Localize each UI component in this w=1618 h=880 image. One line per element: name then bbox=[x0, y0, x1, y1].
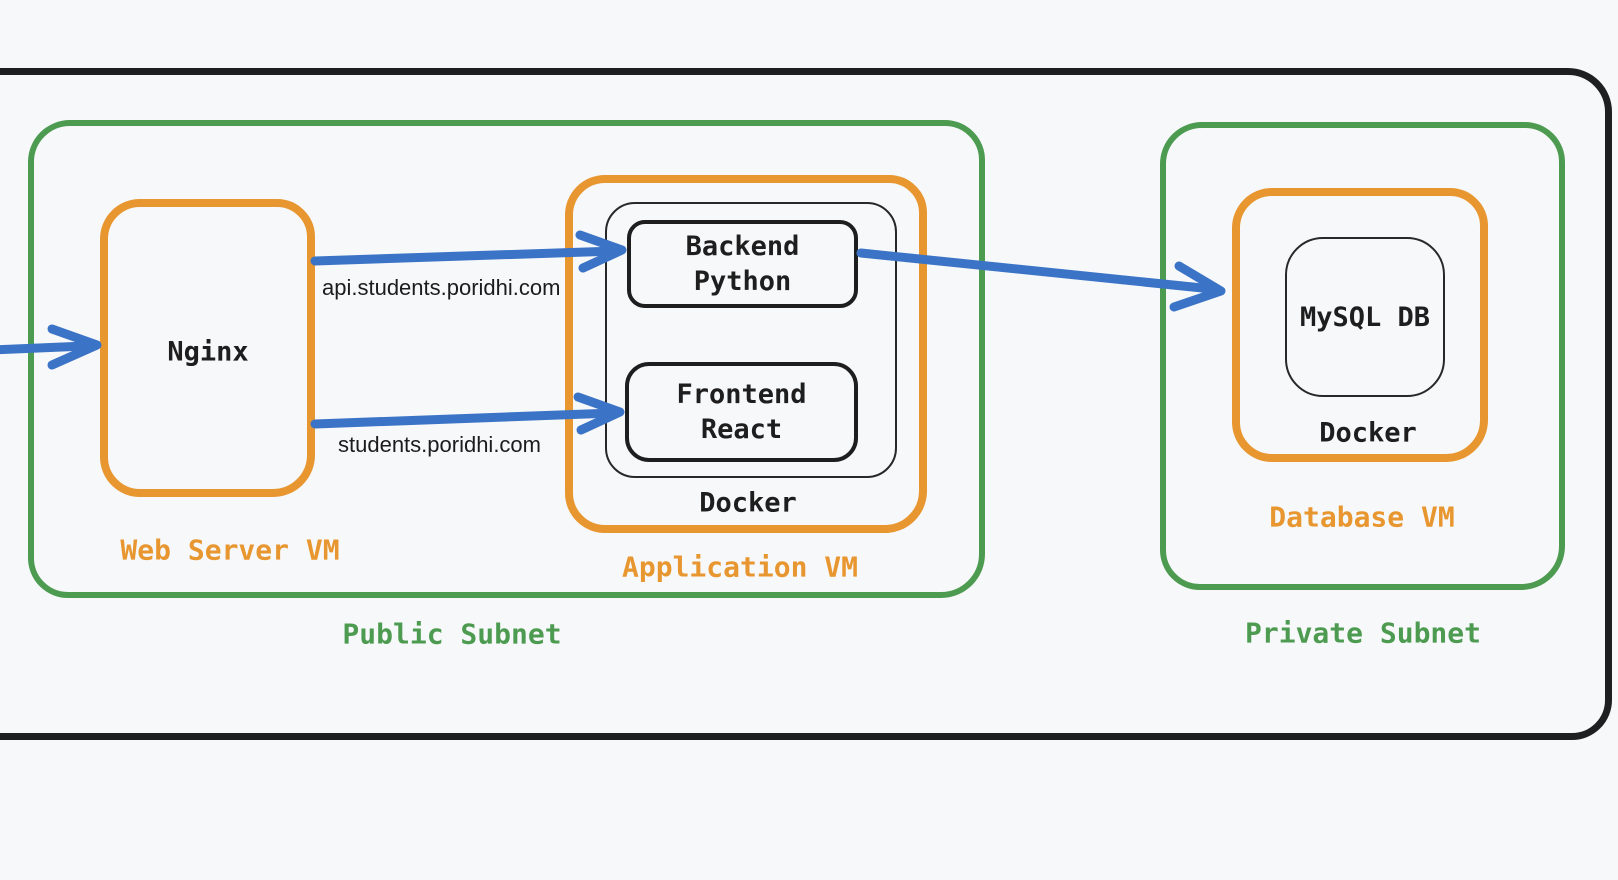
application-vm-label: Application VM bbox=[621, 550, 859, 584]
web-server-vm-label: Web Server VM bbox=[120, 533, 340, 567]
nginx-label: Nginx bbox=[167, 336, 249, 368]
private-subnet-box bbox=[1160, 122, 1565, 590]
application-vm-box bbox=[565, 175, 927, 533]
app-docker-box bbox=[605, 202, 897, 478]
public-subnet-box bbox=[28, 120, 985, 598]
backend-python-node: Backend Python bbox=[627, 220, 858, 308]
frontend-react-label: Frontend React bbox=[676, 379, 807, 445]
mysql-db-label: MySQL DB bbox=[1299, 301, 1431, 333]
outer-frame bbox=[0, 68, 1612, 740]
db-docker-label: Docker bbox=[1319, 417, 1417, 449]
app-docker-label: Docker bbox=[699, 487, 797, 519]
private-subnet-label: Private Subnet bbox=[1244, 616, 1482, 650]
database-vm-label: Database VM bbox=[1269, 500, 1455, 534]
frontend-react-node: Frontend React bbox=[625, 362, 858, 462]
web-arrow-label: students.poridhi.com bbox=[338, 432, 541, 457]
api-arrow-label: api.students.poridhi.com bbox=[322, 275, 561, 300]
database-vm-box bbox=[1232, 188, 1488, 462]
public-subnet-label: Public Subnet bbox=[342, 617, 562, 651]
mysql-db-node: MySQL DB bbox=[1285, 237, 1445, 397]
backend-python-label: Backend Python bbox=[685, 231, 800, 297]
web-server-vm-box bbox=[100, 199, 315, 497]
